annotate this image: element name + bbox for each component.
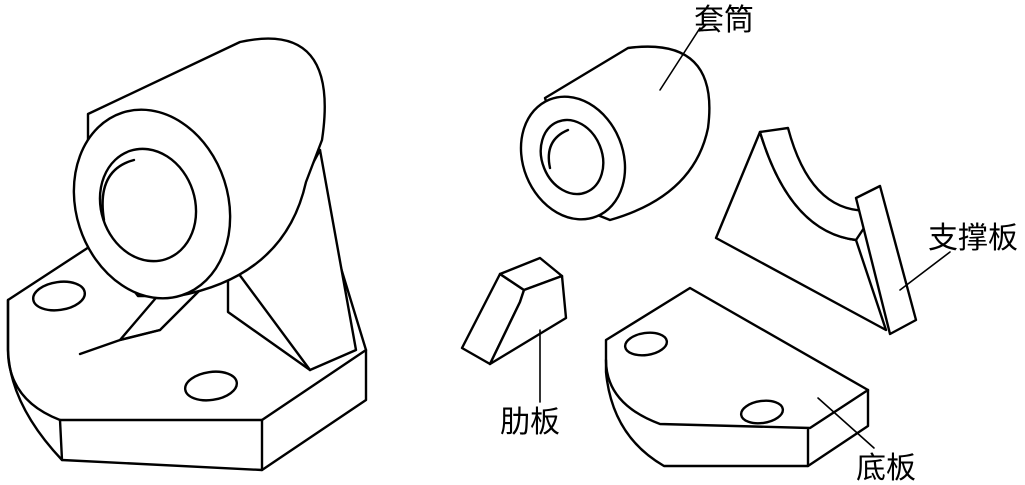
assembled-hole-right — [183, 370, 239, 402]
base-plate-hole-left — [623, 331, 669, 357]
support-plate-side — [854, 184, 918, 336]
assembled-hole-left — [31, 280, 87, 312]
rib-plate-front — [488, 274, 568, 366]
assembled-bracket — [6, 37, 368, 472]
rib-plate-part — [460, 256, 568, 366]
sleeve-label: 套筒 — [694, 3, 754, 38]
assembled-rib-top — [78, 328, 162, 356]
base-plate-label: 底板 — [856, 451, 916, 485]
rib-plate-label: 肋板 — [500, 405, 560, 440]
support-plate-label: 支撑板 — [928, 221, 1018, 256]
base-plate-side — [604, 358, 870, 468]
base-plate-hole-right — [739, 399, 785, 425]
support-plate-leader-line — [899, 251, 951, 291]
base-plate-leader-line — [817, 397, 875, 449]
sleeve-bore-inner — [547, 128, 570, 170]
sleeve-part — [519, 45, 711, 222]
sleeve-leader-line — [659, 27, 701, 91]
assembled-sleeve-bore-inner — [101, 158, 136, 222]
assembled-base-edge — [58, 418, 64, 462]
base-plate-part — [604, 286, 870, 468]
support-plate-part — [714, 126, 918, 336]
